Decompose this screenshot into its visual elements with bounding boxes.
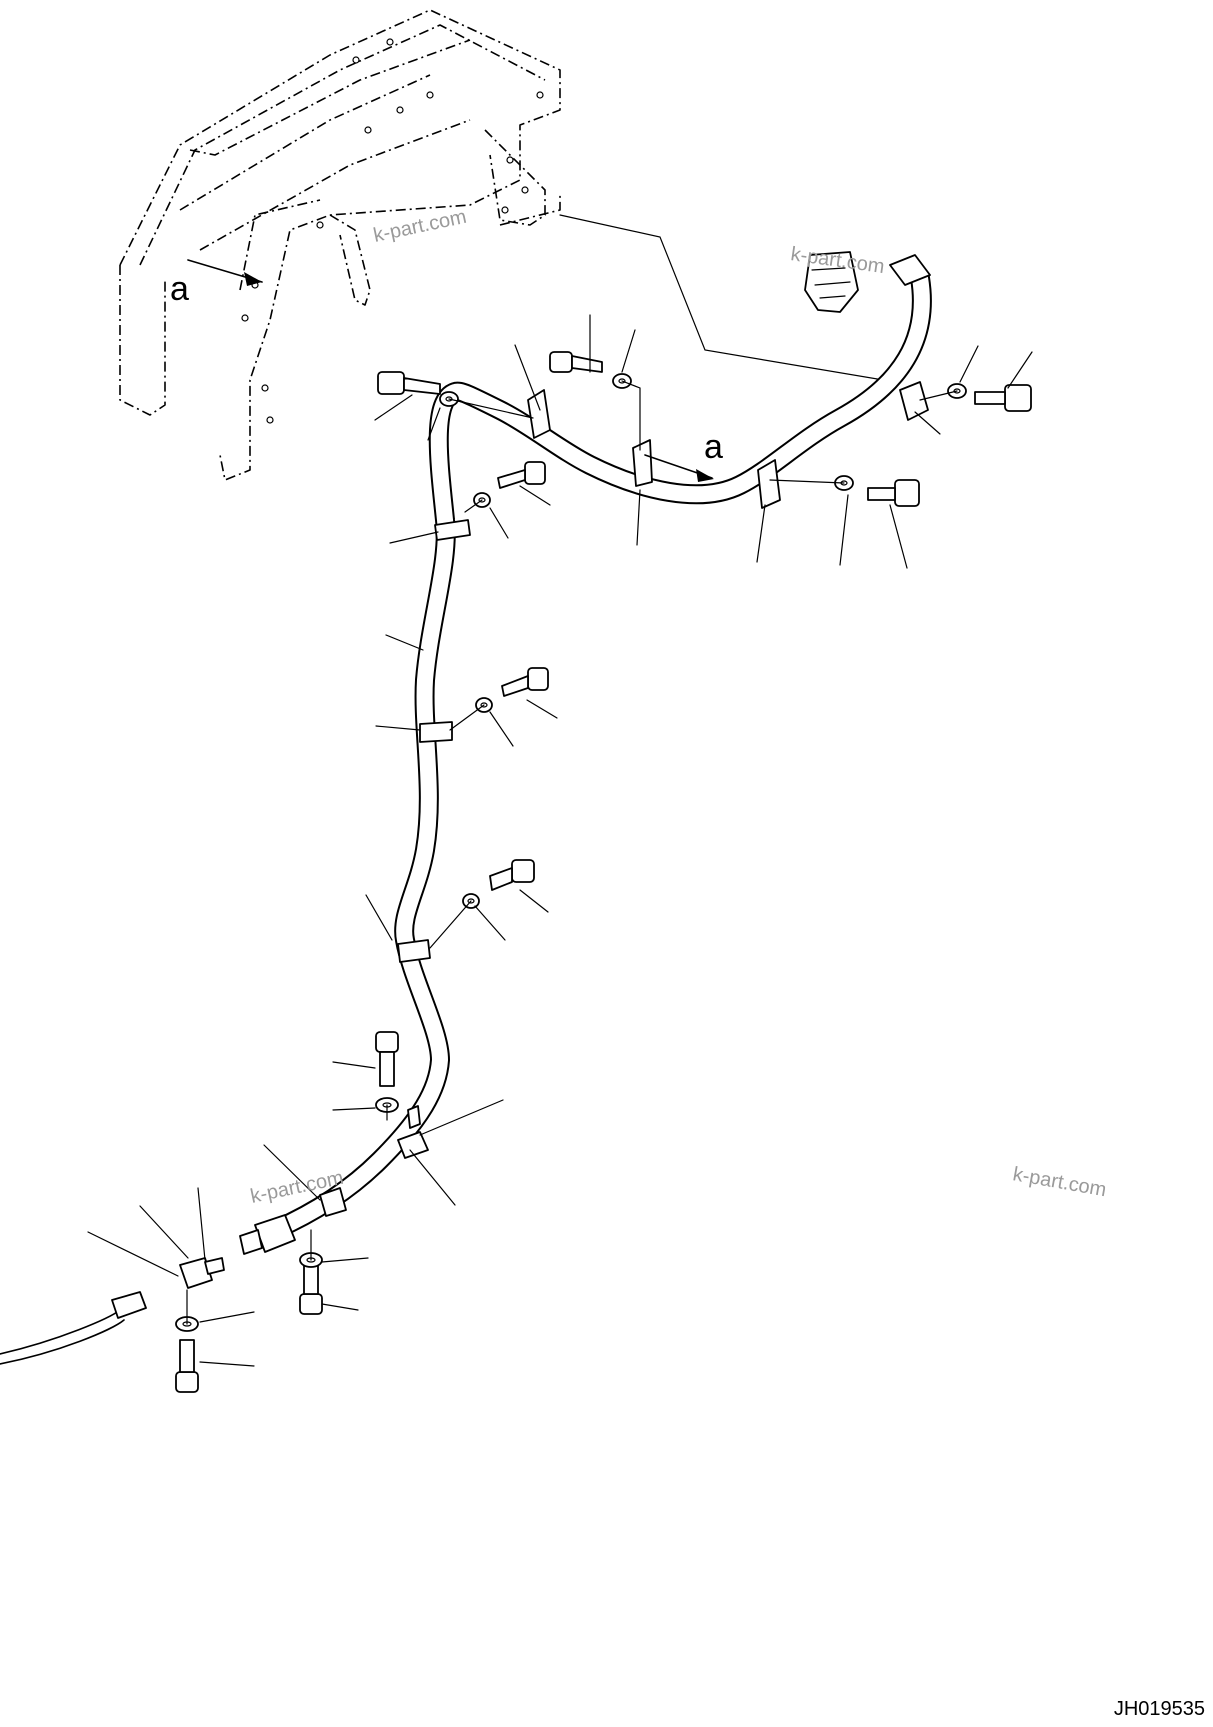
drawing-number: JH019535 — [1113, 1698, 1205, 1720]
bolt-6 — [501, 667, 549, 697]
bolt-1 — [377, 371, 441, 395]
svg-text:a: a — [170, 270, 189, 308]
elbow-fitting — [179, 1257, 225, 1289]
bolt-5 — [867, 479, 920, 507]
mounting-axis-lines — [186, 380, 958, 1325]
bolt-2 — [549, 351, 603, 373]
bolt-7 — [489, 859, 535, 891]
watermark-3: k-part.com — [1011, 1163, 1108, 1201]
hose-end-fitting-top — [804, 251, 931, 313]
bolt-9 — [299, 1261, 323, 1315]
frame-leader-line — [559, 214, 896, 383]
svg-text:a: a — [704, 428, 723, 466]
bolt-10 — [175, 1339, 199, 1393]
leader-lines — [87, 314, 1033, 1367]
hydraulic-hose — [265, 268, 932, 1240]
cab-frame — [119, 9, 561, 481]
bolt-8 — [375, 1031, 399, 1087]
bolt-4 — [497, 461, 546, 489]
cable-tail — [0, 1291, 147, 1365]
view-marker-a-frame: a — [170, 259, 263, 308]
watermark-1: k-part.com — [371, 206, 468, 247]
view-marker-a-hose: a — [644, 428, 723, 482]
bolt-3 — [974, 384, 1032, 412]
bolts — [175, 351, 1032, 1393]
hose-end-fitting-bottom — [239, 1214, 296, 1255]
hose-clamps — [319, 381, 929, 1217]
